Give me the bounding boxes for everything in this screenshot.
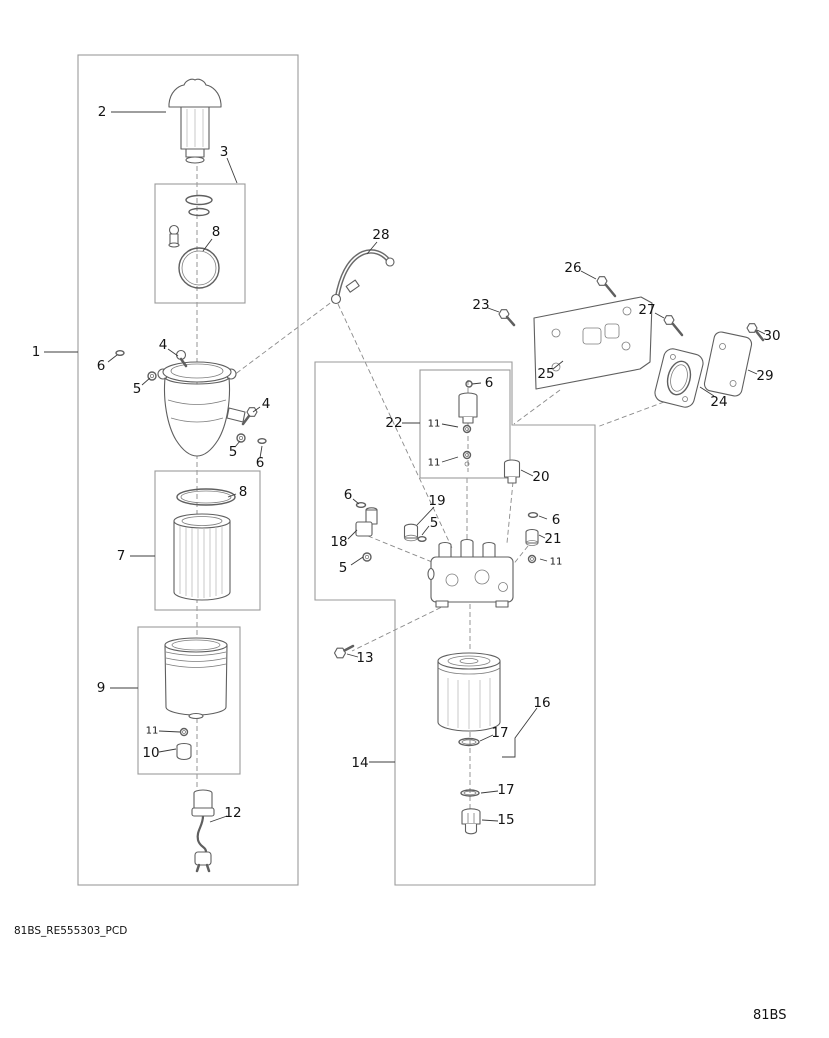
group-box-7 [154, 470, 261, 611]
callout-5: 5 [430, 515, 439, 531]
part-19-nipple [403, 523, 419, 542]
part-12-water-sensor [191, 789, 215, 873]
callout-5: 5 [133, 381, 142, 397]
callout-11: 11 [428, 419, 441, 430]
part-20-connector-fitting [503, 459, 521, 484]
callout-2: 2 [98, 104, 107, 120]
page-code: 81BS [753, 1008, 786, 1023]
part-6-washer-right-mid [527, 512, 539, 519]
part-7-filter-element [173, 513, 231, 601]
callout-27: 27 [638, 302, 655, 318]
part-2-hand-primer-cap [168, 78, 222, 164]
part-28-fuel-line [330, 249, 395, 305]
callout-8: 8 [239, 484, 248, 500]
part-5-washer-mid [417, 536, 427, 543]
callout-11: 11 [428, 458, 441, 469]
callout-5: 5 [339, 560, 348, 576]
part-26-bolt [596, 276, 617, 298]
callout-labels: 1238465456879111012282326272524293022611… [32, 104, 781, 828]
part-5-washer-right [236, 433, 246, 443]
side-port [226, 407, 246, 423]
part-10-drain-plug [176, 742, 192, 761]
callout-20: 20 [532, 469, 549, 485]
part-5-washer-lower [362, 552, 372, 562]
callout-6: 6 [97, 358, 106, 374]
part-4-bolt-right [241, 407, 258, 426]
part-15-nipple-fitting [461, 808, 481, 835]
callout-29: 29 [756, 368, 773, 384]
callout-19: 19 [428, 493, 445, 509]
part-13-bolt [333, 644, 355, 659]
part-29-cover-plate [703, 331, 753, 397]
part-23-bolt [498, 309, 516, 327]
part-3-seal-kit [168, 194, 220, 289]
callout-4: 4 [262, 396, 271, 412]
callout-30: 30 [763, 328, 780, 344]
part-21-fitting [525, 528, 539, 546]
part-6-washer-right [257, 438, 267, 445]
callout-12: 12 [224, 805, 241, 821]
callout-6: 6 [256, 455, 265, 471]
callout-9: 9 [97, 680, 106, 696]
part-25-mounting-bracket [533, 296, 653, 390]
callout-13: 13 [356, 650, 373, 666]
part-6-washer-mid [355, 502, 367, 509]
part-5-washer-left [147, 371, 157, 381]
callout-24: 24 [710, 394, 727, 410]
group-box-3 [154, 183, 246, 304]
group-box-9 [137, 626, 241, 775]
group-box-14-outline [314, 361, 596, 886]
callout-17: 17 [497, 782, 514, 798]
part-18-elbow-fitting [355, 507, 378, 537]
callout-23: 23 [472, 297, 489, 313]
fuel-manifold-block [427, 538, 514, 608]
callout-25: 25 [537, 366, 554, 382]
callout-17: 17 [491, 725, 508, 741]
callout-10: 10 [142, 745, 159, 761]
image-code: 81BS_RE555303_PCD [14, 925, 127, 937]
part-27-bolt [663, 315, 684, 337]
sensor-wire [196, 815, 208, 855]
callout-11: 11 [146, 726, 159, 737]
filter-header-assembly [157, 361, 246, 457]
callout-4: 4 [159, 337, 168, 353]
leader-lines [44, 111, 766, 823]
part-17-oring-lower [460, 789, 480, 797]
part-30-bolt [746, 323, 765, 342]
part-4-bolt-left [175, 349, 188, 368]
callout-22: 22 [385, 415, 402, 431]
callout-21: 21 [544, 531, 561, 547]
part-24-gasket [654, 348, 704, 408]
group-box-1 [77, 54, 299, 886]
callout-14: 14 [351, 755, 368, 771]
callout-11: 11 [550, 557, 563, 568]
callout-3: 3 [220, 144, 229, 160]
dashed-connectors [196, 166, 665, 810]
callout-28: 28 [372, 227, 389, 243]
line-clamp [345, 279, 360, 293]
callout-15: 15 [497, 812, 514, 828]
part-17-oring-upper [458, 737, 480, 747]
part-8-oring-large [176, 488, 236, 506]
callout-5: 5 [229, 444, 238, 460]
part-11-washer-right [527, 554, 537, 564]
kit-check-valve [168, 224, 180, 248]
callout-6: 6 [552, 512, 561, 528]
part-11-washer-bowl [179, 727, 189, 737]
group-box-22 [419, 369, 511, 479]
callout-16: 16 [533, 695, 550, 711]
callout-7: 7 [117, 548, 126, 564]
callout-18: 18 [330, 534, 347, 550]
callout-6: 6 [344, 487, 353, 503]
part-16-spin-on-filter [437, 652, 501, 732]
part-9-filter-bowl [164, 637, 228, 720]
callout-6: 6 [485, 375, 494, 391]
callout-26: 26 [564, 260, 581, 276]
callout-8: 8 [212, 224, 221, 240]
callout-1: 1 [32, 344, 41, 360]
part-6-washer-left [115, 350, 125, 357]
